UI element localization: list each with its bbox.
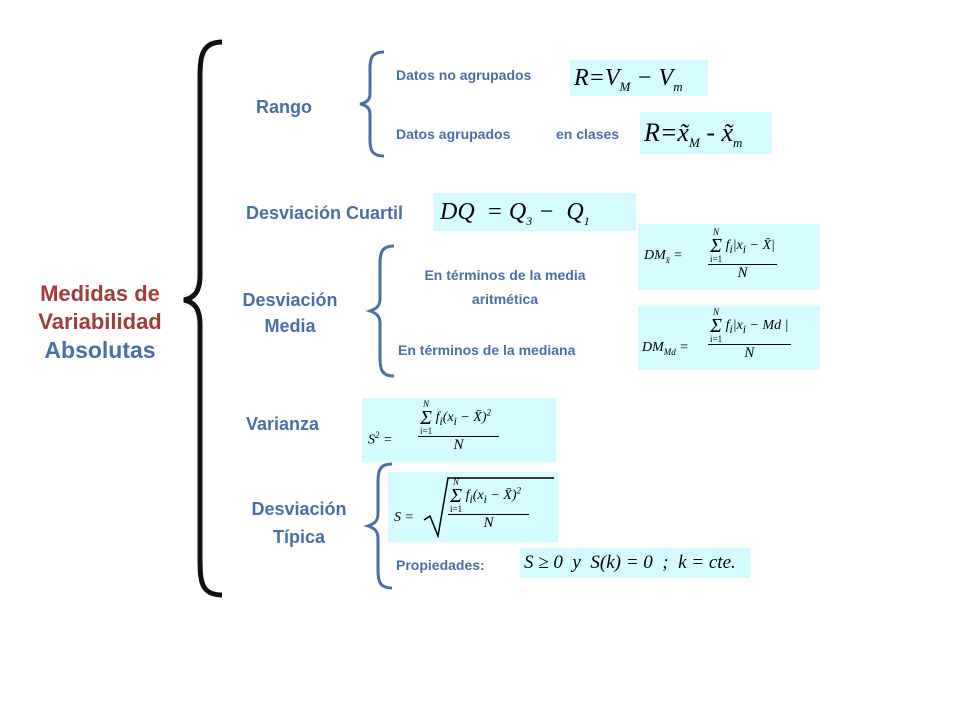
media-label: Desviación Media: [240, 287, 340, 339]
media-mediana: En términos de la mediana: [398, 342, 576, 358]
main-title-line2: Variabilidad: [38, 309, 162, 334]
media-brace: [365, 244, 395, 378]
cuartil-label: Desviación Cuartil: [246, 203, 404, 223]
media-aritmetica-line2: aritmética: [471, 291, 539, 307]
media-label-line1: Desviación: [242, 290, 338, 310]
formula-cuartil: DQ = Q3 − Q1: [434, 193, 636, 231]
rango-label: Rango: [256, 97, 312, 117]
sqrt-icon: [423, 477, 554, 538]
main-title-line3: Absolutas: [44, 337, 156, 363]
formula-rango-no-agrupados: R=VM − Vm: [570, 60, 708, 96]
media-label-line2: Media: [264, 316, 316, 336]
tipica-label: Desviación Típica: [240, 495, 358, 551]
varianza-label: Varianza: [246, 414, 320, 434]
media-aritmetica: En términos de la media aritmética: [392, 263, 618, 311]
rango-agrupados: Datos agrupados: [396, 126, 511, 142]
main-title: Medidas de Variabilidad Absolutas: [25, 280, 175, 364]
main-brace: [183, 39, 223, 598]
tipica-label-line2: Típica: [272, 527, 325, 547]
rango-en-clases: en clases: [556, 126, 620, 142]
formula-rango-agrupados: R=x̃M - x̃m: [640, 112, 772, 154]
main-title-line1: Medidas de: [40, 281, 160, 306]
tipica-propiedades: Propiedades:: [396, 557, 485, 573]
formula-propiedades: S ≥ 0 y S(k) = 0 ; k = cte.: [520, 548, 750, 578]
tipica-brace: [363, 462, 393, 590]
rango-brace: [359, 50, 385, 158]
rango-no-agrupados: Datos no agrupados: [396, 67, 532, 83]
tipica-label-line1: Desviación: [251, 499, 347, 519]
media-aritmetica-line1: En términos de la media: [424, 267, 586, 283]
